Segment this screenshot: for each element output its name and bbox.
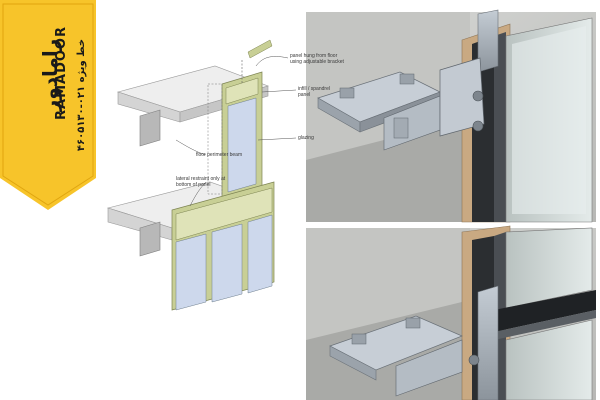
logo-phone: خط ویژه ۰۲۱-۴۶۰۵۱۳۰ [76, 38, 87, 152]
callout-leaders [175, 56, 297, 207]
label-glazing: glazing [298, 135, 314, 141]
adjustable-bracket-ghost [207, 83, 223, 195]
floor-perimeter-beam [139, 109, 161, 257]
label-panel-hung: panel hung from floor using adjustable b… [290, 53, 344, 65]
logo-badge [0, 0, 96, 210]
photo-bottom-bracket [306, 225, 596, 400]
label-floor-beam: floor perimeter beam [196, 152, 243, 158]
label-lateral-restraint: lateral restraint only at bottom of pane… [176, 176, 226, 188]
photo-top-bracket [306, 9, 596, 223]
logo-brand-en: RAMADOOR [54, 26, 69, 120]
label-infill-panel: infill / spandrel panel [298, 86, 330, 98]
logo: رامادور RAMADOOR خط ویژه ۰۲۱-۴۶۰۵۱۳۰ [0, 0, 96, 210]
lower-facade-panels [171, 181, 275, 311]
